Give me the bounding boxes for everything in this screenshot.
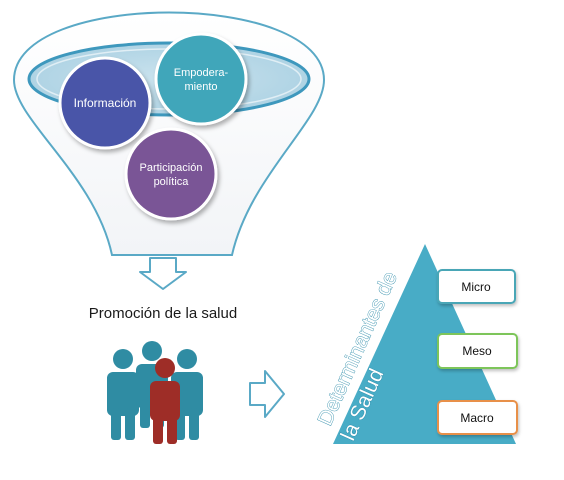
level-meso: [437, 333, 518, 369]
pyramid-triangle: [333, 244, 516, 444]
circle-empoderamiento-label-2: miento: [184, 81, 217, 93]
circle-empoderamiento-label-1: Empodera-: [174, 67, 229, 79]
level-micro-label: Micro: [461, 280, 491, 294]
level-micro: [437, 269, 516, 304]
right-arrow-icon: [249, 370, 285, 418]
circle-informacion: [58, 56, 152, 150]
people-icon: [107, 341, 203, 444]
level-macro: [437, 400, 518, 435]
promotion-label: Promoción de la salud: [89, 305, 237, 322]
funnel: Información Empodera- miento Participaci…: [12, 11, 326, 256]
person-left: [107, 349, 139, 440]
circle-participacion-label-1: Participación: [140, 162, 203, 174]
pyramid: Determinantes de la Salud Micro Meso Mac…: [313, 244, 518, 444]
person-front-red: [150, 358, 180, 444]
circle-participacion-label-2: política: [154, 176, 190, 188]
circle-informacion-label: Información: [74, 96, 137, 110]
down-arrow-icon: [139, 257, 187, 290]
level-macro-label: Macro: [460, 411, 494, 425]
level-meso-label: Meso: [462, 344, 492, 358]
circle-participacion: [124, 127, 218, 221]
circle-empoderamiento: [154, 32, 248, 126]
